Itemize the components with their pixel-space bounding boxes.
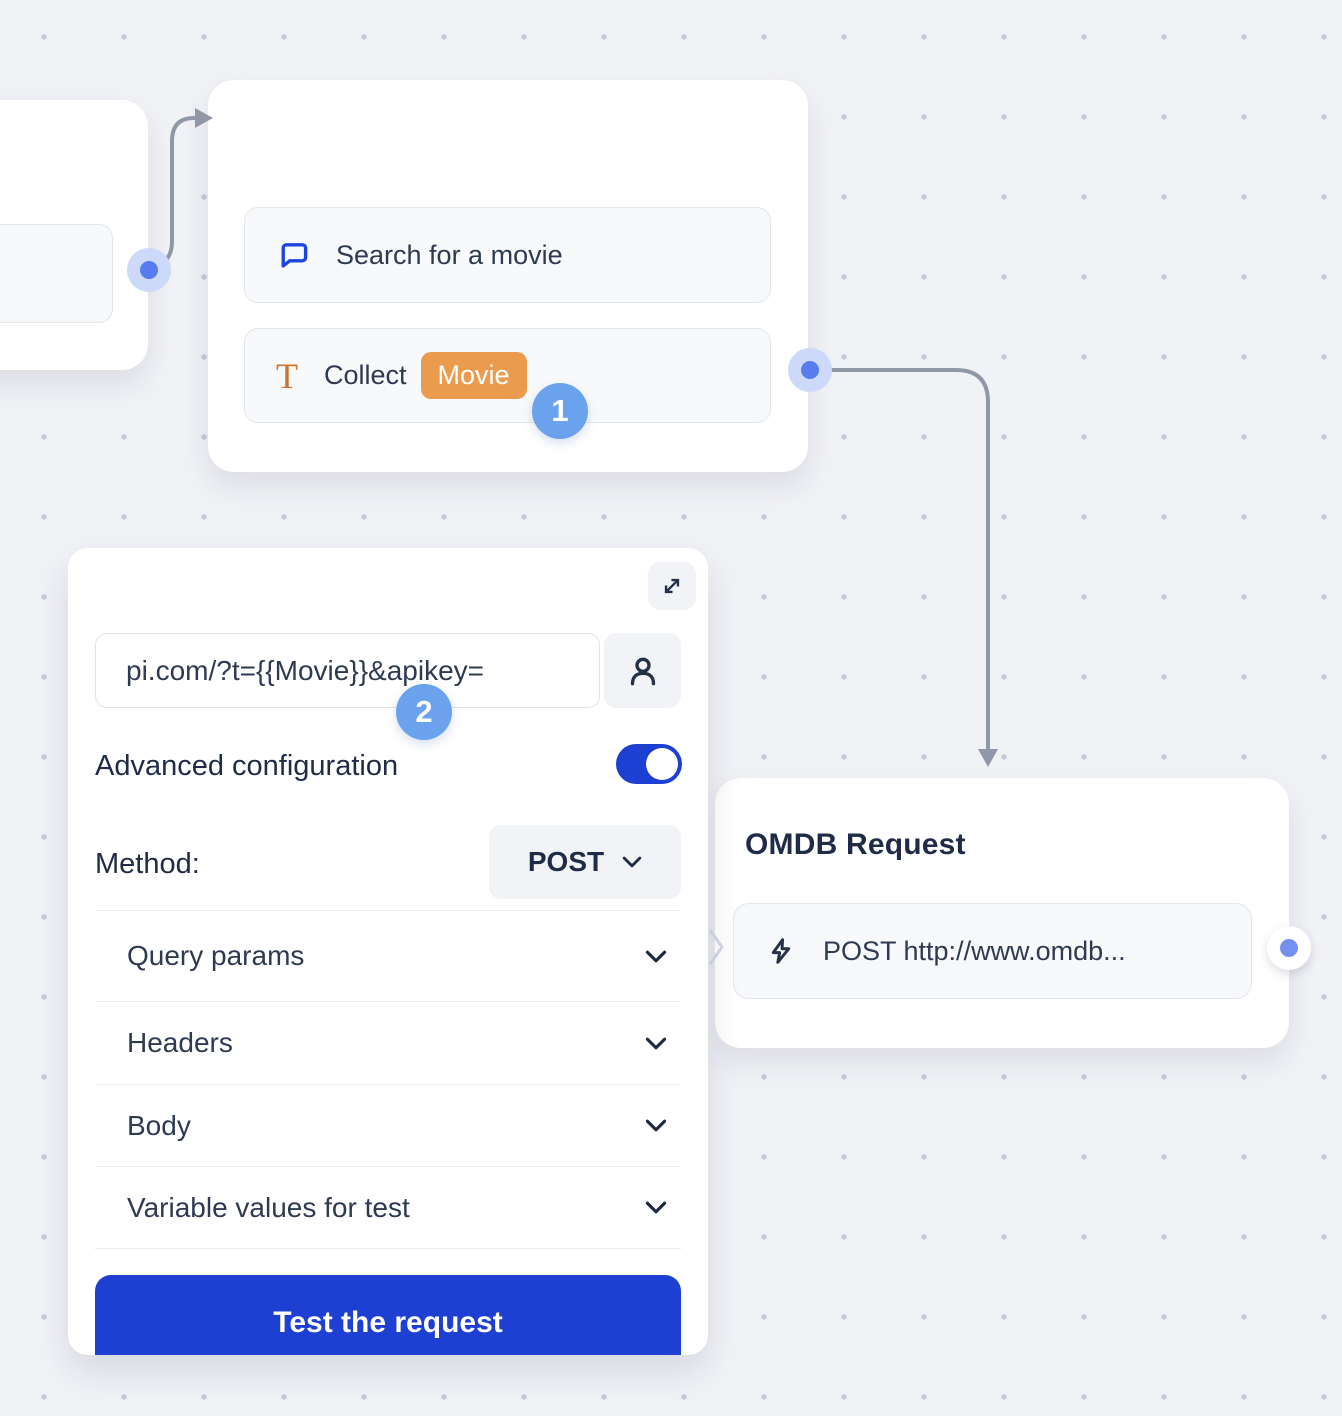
port-ring bbox=[140, 261, 158, 279]
chevron-down-icon bbox=[645, 950, 667, 962]
port-ring bbox=[801, 361, 819, 379]
method-value: POST bbox=[527, 846, 605, 877]
port-ring bbox=[1280, 939, 1298, 957]
chevron-down-icon bbox=[645, 1201, 667, 1214]
collect-block-item[interactable]: T Collect Movie bbox=[244, 328, 771, 423]
output-port[interactable] bbox=[788, 348, 832, 392]
variables-button[interactable] bbox=[604, 633, 681, 708]
output-port[interactable] bbox=[127, 248, 171, 292]
partial-node-item[interactable] bbox=[0, 224, 113, 323]
section-query-params[interactable]: Query params bbox=[95, 910, 681, 1001]
partial-node-card[interactable] bbox=[0, 100, 148, 370]
text-icon: T bbox=[276, 355, 298, 396]
node-title: OMDB Request bbox=[745, 828, 966, 861]
step-badge-1: 1 bbox=[532, 383, 588, 439]
advanced-configuration-toggle[interactable] bbox=[616, 744, 682, 784]
chat-bubble-icon bbox=[281, 243, 308, 268]
person-icon bbox=[630, 657, 655, 685]
chevron-down-icon bbox=[645, 1119, 667, 1132]
step-badge-2: 2 bbox=[396, 684, 452, 740]
webhook-config-panel: Advanced configuration Method: POST Quer… bbox=[68, 548, 708, 1355]
lightning-icon bbox=[771, 938, 791, 964]
question-block-item[interactable]: Search for a movie bbox=[244, 207, 771, 303]
webhook-block-label: POST http://www.omdb... bbox=[823, 935, 1126, 966]
output-port[interactable] bbox=[1267, 926, 1311, 970]
section-body[interactable]: Body bbox=[95, 1084, 681, 1166]
webhook-block-item[interactable]: POST http://www.omdb... bbox=[733, 903, 1252, 999]
collect-block-label: Collect Movie bbox=[324, 352, 527, 399]
divider bbox=[95, 1248, 681, 1249]
expand-button[interactable] bbox=[648, 562, 696, 610]
method-label: Method: bbox=[95, 848, 200, 880]
url-input[interactable] bbox=[95, 633, 600, 708]
question-block-label: Search for a movie bbox=[336, 239, 563, 270]
connector-arrowhead-down bbox=[978, 749, 998, 767]
connector-line bbox=[811, 368, 990, 752]
omdb-request-node[interactable]: OMDB Request POST http://www.omdb... bbox=[715, 778, 1289, 1048]
chevron-down-icon bbox=[622, 856, 642, 868]
test-request-button[interactable]: Test the request bbox=[95, 1275, 681, 1355]
section-headers[interactable]: Headers bbox=[95, 1001, 681, 1084]
port-halo bbox=[127, 248, 171, 292]
port-halo bbox=[1267, 926, 1311, 970]
port-halo bbox=[788, 348, 832, 392]
section-variable-values[interactable]: Variable values for test bbox=[95, 1166, 681, 1248]
advanced-configuration-label: Advanced configuration bbox=[95, 750, 399, 782]
collapsible-sections: Query params Headers Body Variable value… bbox=[95, 910, 681, 1249]
connector-line bbox=[150, 116, 198, 270]
expand-icon bbox=[664, 578, 680, 594]
toggle-knob bbox=[646, 748, 678, 780]
chevron-down-icon bbox=[645, 1037, 667, 1049]
method-select[interactable]: POST bbox=[489, 825, 681, 899]
variable-chip[interactable]: Movie bbox=[420, 352, 527, 399]
movie-search-node[interactable]: Movie search Search for a movie T Collec… bbox=[208, 80, 808, 472]
